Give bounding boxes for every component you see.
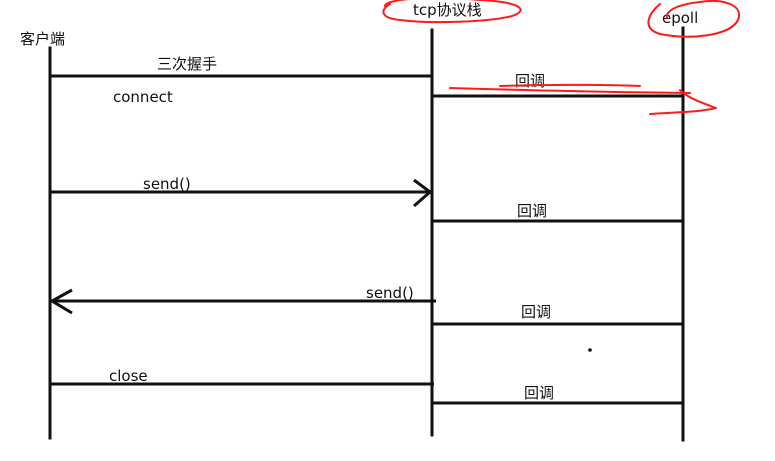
send-out-arrowhead bbox=[48, 288, 73, 315]
callback-2-label: 回调 bbox=[517, 202, 547, 220]
connect-label: connect bbox=[113, 88, 173, 106]
handshake-label: 三次握手 bbox=[157, 55, 217, 73]
send-in-label: send() bbox=[143, 175, 191, 193]
send-in-arrowhead bbox=[413, 178, 433, 208]
epoll-label: epoll bbox=[662, 9, 698, 27]
callback-1-red-underline bbox=[499, 83, 641, 87]
send-out-label: send() bbox=[366, 284, 414, 302]
callback-4-label: 回调 bbox=[524, 384, 554, 402]
stack-label: tcp协议栈 bbox=[413, 1, 482, 19]
callback-3-label: 回调 bbox=[521, 303, 551, 321]
close-label: close bbox=[109, 367, 148, 385]
client-label: 客户端 bbox=[20, 30, 65, 48]
callback-1-red-arrow bbox=[449, 87, 717, 115]
stray-dot bbox=[588, 348, 592, 352]
epoll-annotation-circle bbox=[647, 0, 741, 38]
stack-annotation-circle bbox=[382, 0, 522, 24]
callback-1-label: 回调 bbox=[515, 72, 545, 90]
